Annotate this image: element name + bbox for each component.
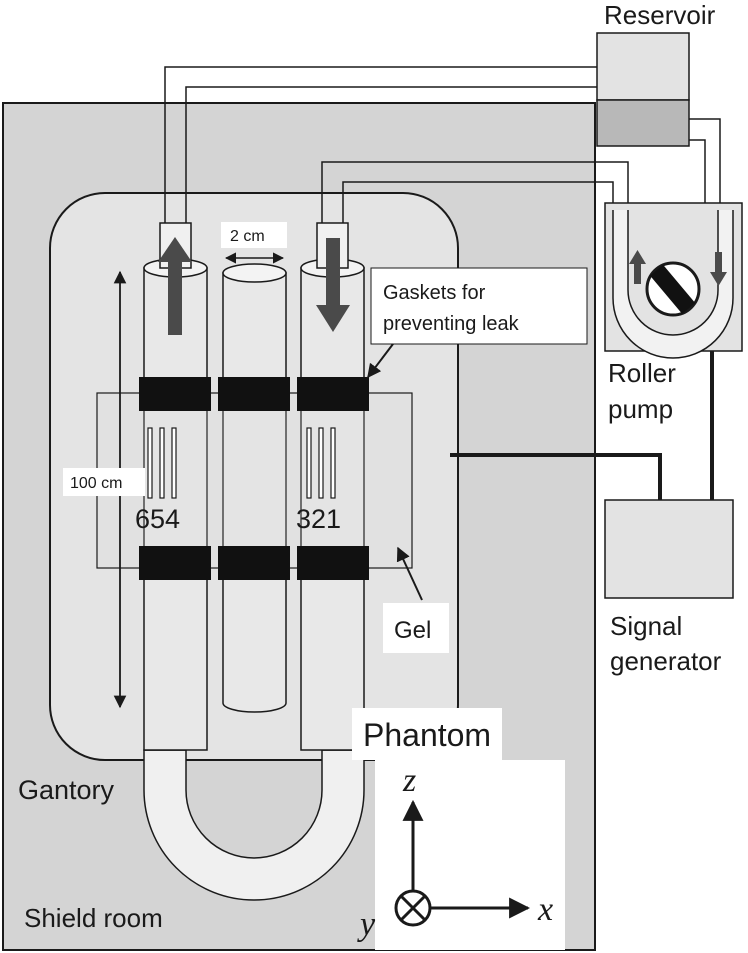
tubing-pump-to-right-tube	[321, 161, 629, 223]
gel-pointer-arrow	[396, 546, 423, 601]
y-axis-label: y	[357, 906, 376, 943]
roller-pump	[604, 202, 743, 359]
length-label: 100 cm	[70, 475, 122, 492]
x-axis-label: x	[537, 891, 553, 928]
gaskets-pointer-arrow	[367, 343, 394, 379]
flow-up-arrow	[158, 237, 192, 335]
z-axis-label: z	[402, 762, 416, 799]
signal-generator-label-line2: generator	[610, 646, 722, 676]
pump-roller-bar	[650, 264, 696, 314]
length-label-box	[63, 468, 145, 496]
gaskets-label-line1: Gaskets for	[383, 282, 486, 304]
signal-generator-label-line1: Signal	[610, 611, 682, 641]
reservoir	[596, 32, 690, 147]
gantory-label: Gantory	[18, 775, 115, 805]
flow-down-arrow	[316, 238, 350, 332]
roller-pump-label-line2: pump	[608, 394, 673, 424]
coordinate-axes	[375, 760, 565, 950]
electrodes-right	[306, 427, 336, 499]
tubing-reservoir-to-pump	[689, 118, 721, 210]
gaskets-callout-box	[370, 267, 588, 345]
electrodes-left-label: 654	[135, 504, 180, 534]
gaskets	[139, 377, 369, 580]
pump-flow-up-arrow	[629, 250, 646, 284]
tube-spacing-label-box	[221, 222, 287, 248]
electrodes-left	[147, 427, 177, 499]
gaskets-label-line2: preventing leak	[383, 313, 520, 335]
gel-callout-box	[383, 603, 449, 653]
signal-cables	[450, 351, 714, 500]
gel-label: Gel	[394, 617, 431, 644]
shield-room-label: Shield room	[24, 903, 163, 933]
electrodes-right-label: 321	[296, 504, 341, 534]
reservoir-label: Reservoir	[604, 0, 716, 30]
u-tube	[143, 749, 365, 901]
pump-flow-down-arrow	[710, 252, 727, 286]
roller-pump-label-line1: Roller	[608, 358, 676, 388]
signal-generator	[604, 499, 734, 599]
phantom-label-box	[352, 708, 502, 760]
tubing-reservoir-to-left-tube	[164, 66, 597, 223]
tube-spacing-label: 2 cm	[230, 228, 265, 245]
phantom-label: Phantom	[363, 717, 491, 753]
